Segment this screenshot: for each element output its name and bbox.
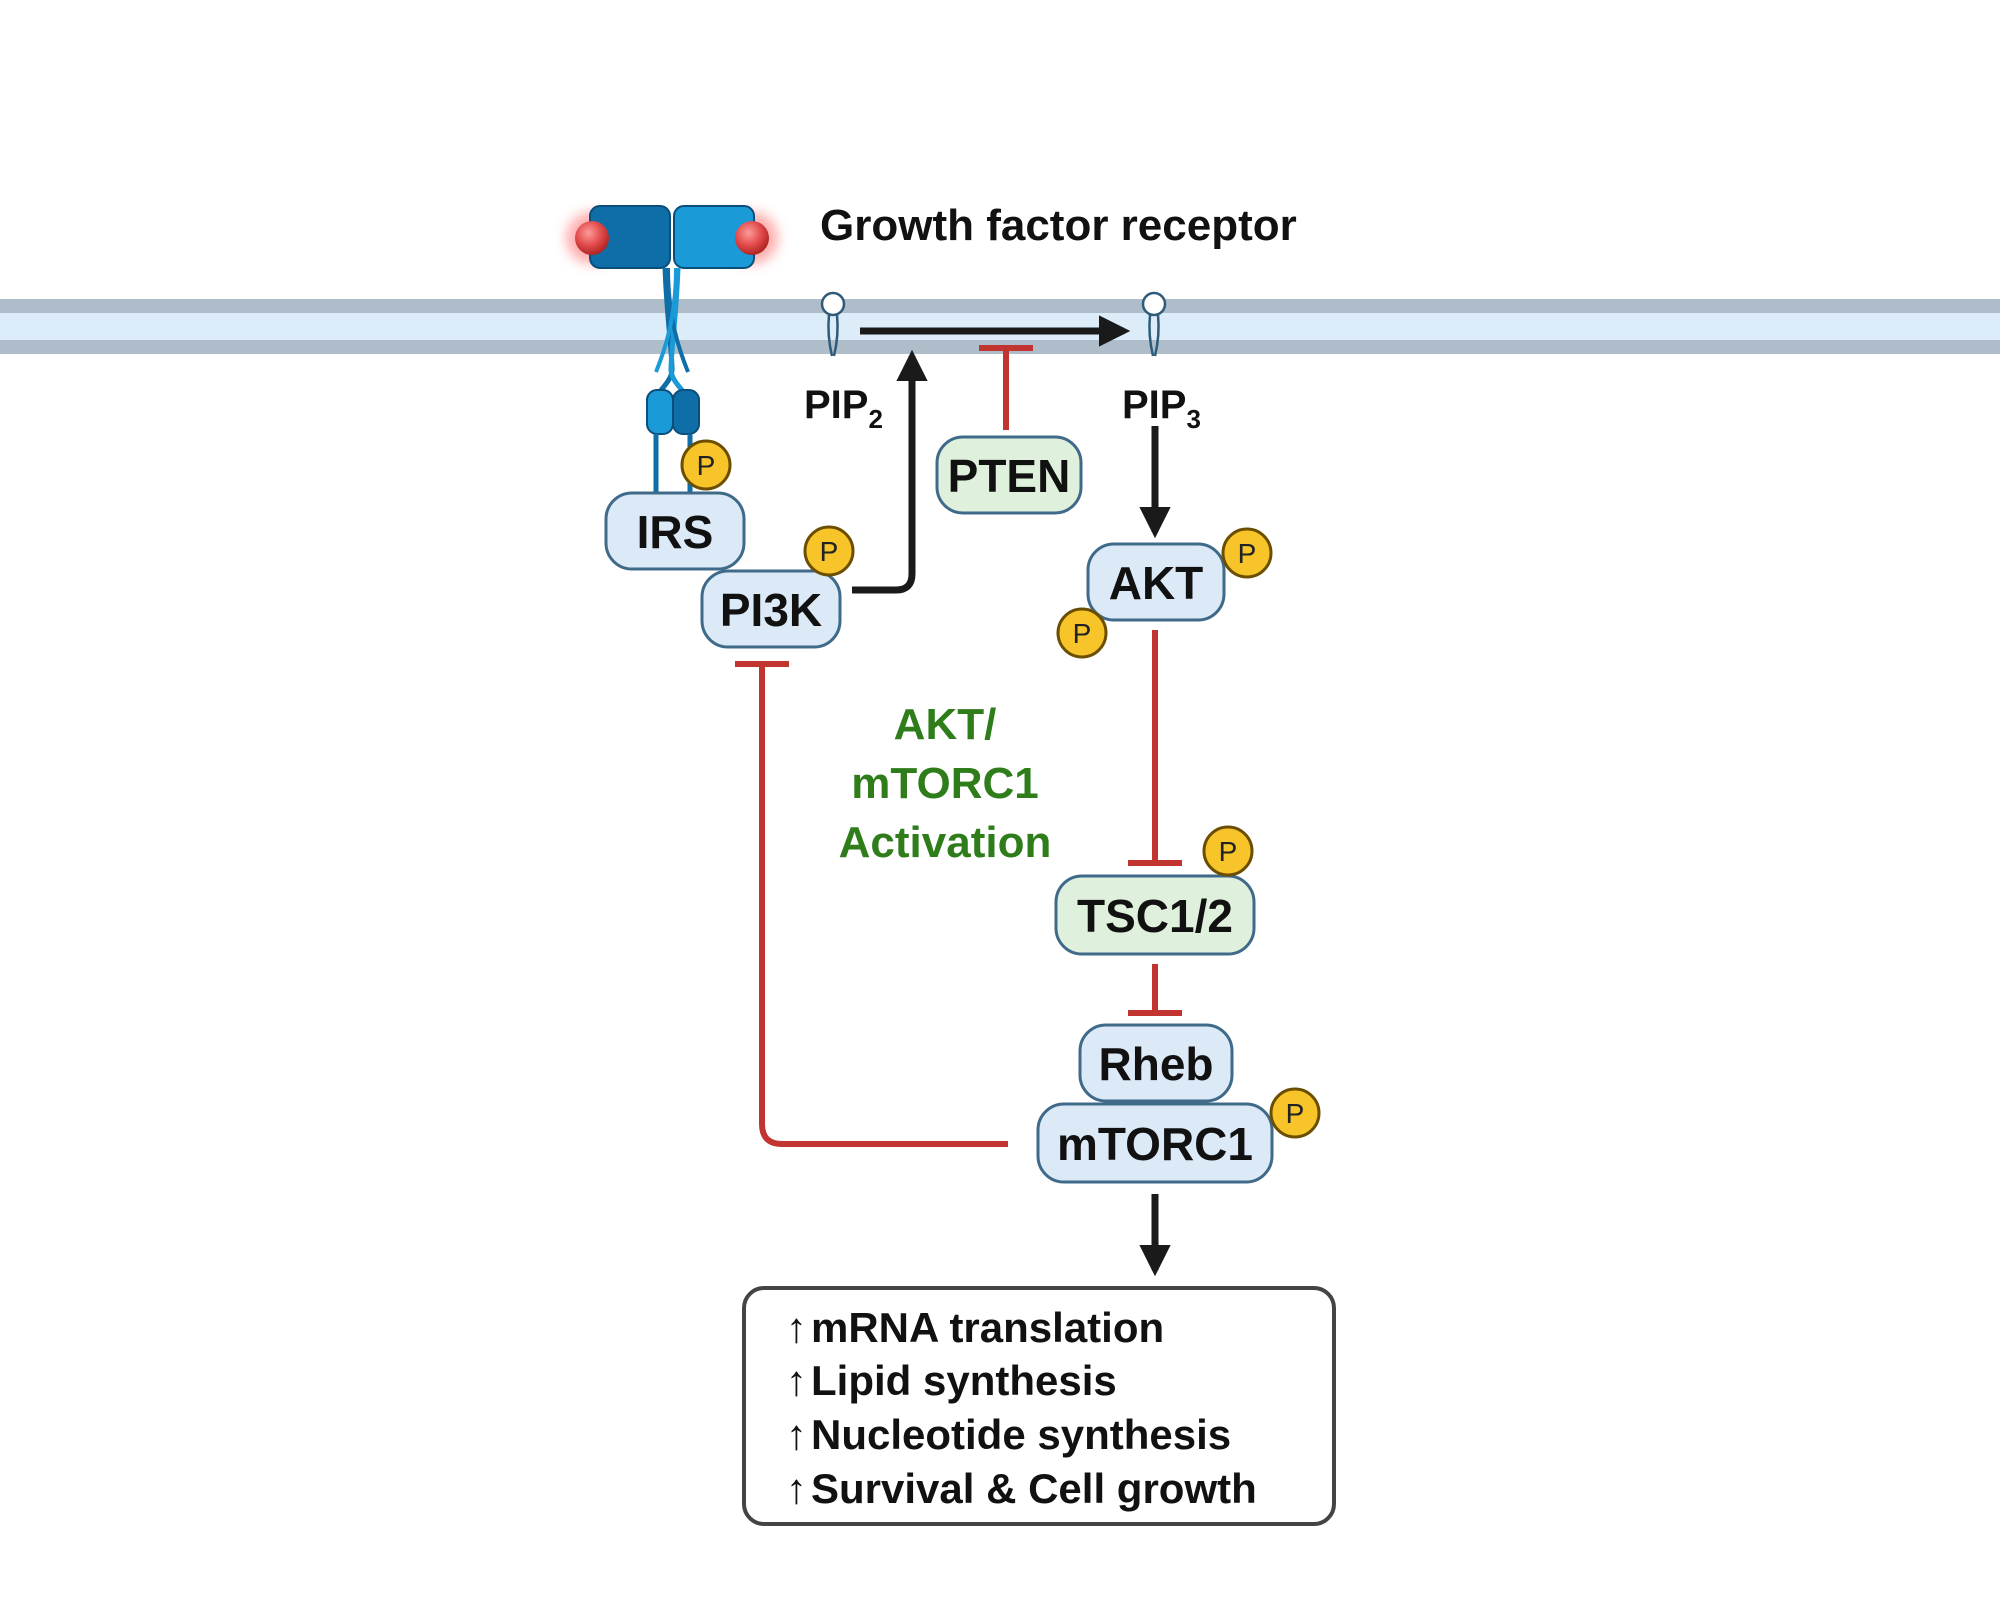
- cell-membrane: [0, 299, 2000, 354]
- phospho-badge-tsc: P: [1202, 825, 1254, 877]
- outcome-survival-cell-growth: ↑Survival & Cell growth: [786, 1465, 1257, 1512]
- node-akt: AKT: [1086, 542, 1226, 622]
- pten-inhibits-pip-conversion: [979, 345, 1033, 430]
- pip2-label: PIP2: [804, 383, 883, 434]
- svg-text:AKT/: AKT/: [894, 700, 997, 749]
- node-tsc: TSC1/2: [1054, 874, 1256, 956]
- svg-text:Activation: Activation: [839, 818, 1052, 867]
- svg-text:P: P: [697, 450, 716, 481]
- growth-factor-receptor-icon: [566, 205, 778, 498]
- mtorc1-feedback-inhibits-pi3k: [735, 661, 1008, 1147]
- phospho-badge-irs: P: [680, 439, 732, 491]
- svg-text:P: P: [1073, 618, 1092, 649]
- pi3k-to-pip2-arrow: [852, 349, 928, 594]
- tsc-inhibits-rheb: [1128, 964, 1182, 1016]
- pip3-label: PIP3: [1122, 383, 1201, 434]
- outcome-nucleotide-synthesis: ↑Nucleotide synthesis: [786, 1411, 1231, 1458]
- phospho-badge-akt-upper: P: [1221, 527, 1273, 579]
- svg-text:P: P: [1219, 836, 1238, 867]
- pip2-lipid-icon: [820, 291, 846, 357]
- svg-text:AKT: AKT: [1109, 557, 1204, 609]
- pip3-lipid-icon: [1141, 291, 1167, 357]
- outcome-mrna-translation: ↑mRNA translation: [786, 1304, 1164, 1351]
- node-pten: PTEN: [935, 435, 1083, 515]
- svg-text:PI3K: PI3K: [720, 584, 822, 636]
- receptor-label: Growth factor receptor: [820, 201, 1297, 250]
- svg-text:P: P: [1238, 538, 1257, 569]
- node-mtorc1: mTORC1: [1036, 1102, 1274, 1184]
- outcome-lipid-synthesis: ↑Lipid synthesis: [786, 1357, 1117, 1404]
- svg-text:mTORC1: mTORC1: [1057, 1118, 1253, 1170]
- akt-inhibits-tsc: [1128, 630, 1182, 866]
- node-rheb: Rheb: [1078, 1023, 1234, 1103]
- svg-text:Rheb: Rheb: [1099, 1038, 1214, 1090]
- outcomes-box: ↑mRNA translation ↑Lipid synthesis ↑Nucl…: [742, 1286, 1336, 1526]
- phospho-badge-mtorc1: P: [1269, 1087, 1321, 1139]
- svg-text:PTEN: PTEN: [948, 450, 1071, 502]
- pathway-title: AKT/ mTORC1 Activation: [839, 700, 1052, 867]
- svg-text:P: P: [1286, 1098, 1305, 1129]
- node-pi3k: PI3K: [700, 569, 842, 649]
- phospho-badge-pi3k: P: [803, 525, 855, 577]
- svg-text:IRS: IRS: [637, 506, 714, 558]
- node-irs: IRS: [604, 491, 746, 571]
- phospho-badge-akt-lower: P: [1056, 607, 1108, 659]
- svg-text:TSC1/2: TSC1/2: [1077, 890, 1233, 942]
- inhibition-lines: [735, 345, 1182, 1147]
- activation-arrows: [852, 315, 1171, 1277]
- svg-text:P: P: [820, 536, 839, 567]
- svg-text:mTORC1: mTORC1: [851, 759, 1038, 808]
